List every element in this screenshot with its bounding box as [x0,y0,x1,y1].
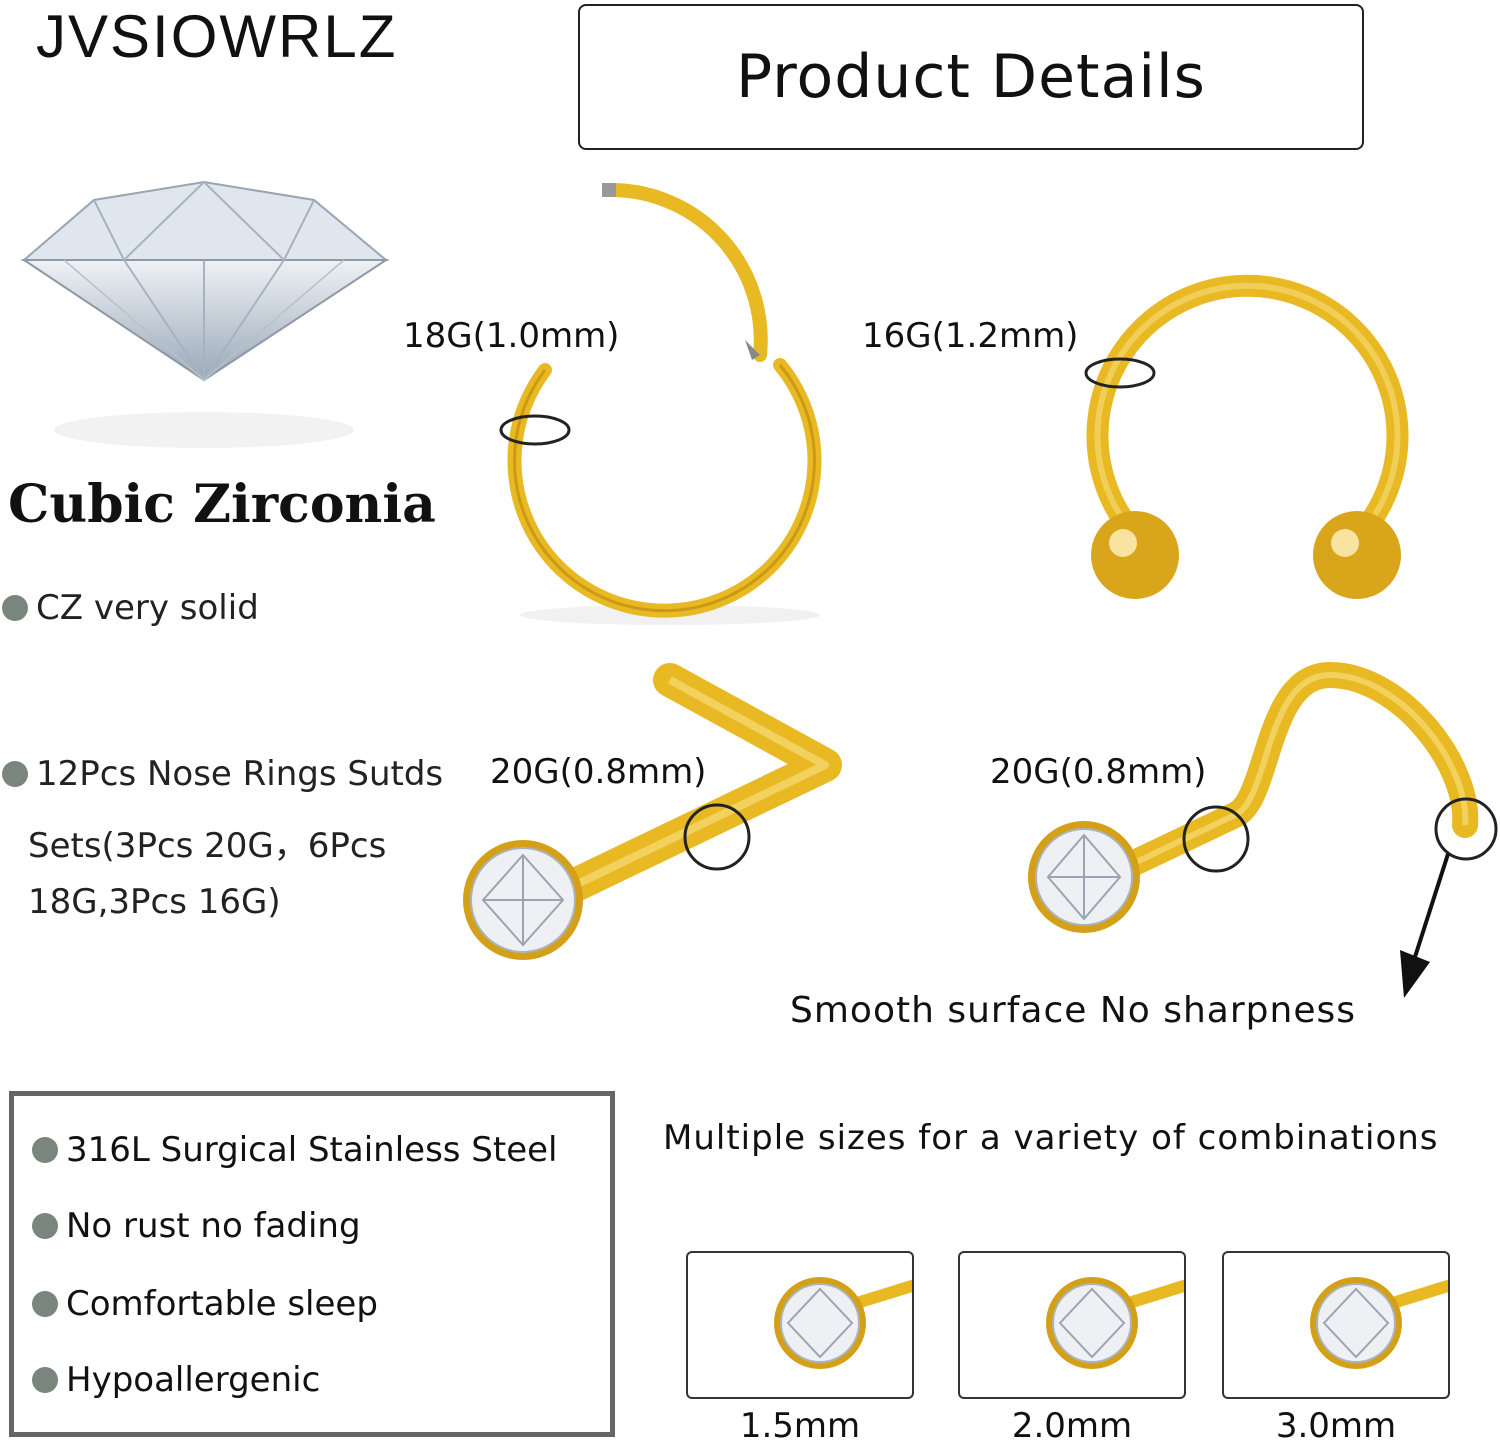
screw-stud-image [1028,661,1498,933]
sizes-label: Multiple sizes for a variety of combinat… [663,1118,1439,1158]
title-box: Product Details [578,4,1364,150]
bullet-dot [32,1137,58,1163]
smooth-caption: Smooth surface No sharpness [790,990,1356,1031]
size-sample-1 [686,1251,914,1399]
gauge-horseshoe: 16G(1.2mm) [862,316,1079,356]
stud-sample-image [774,1277,912,1369]
property-text: Comfortable sleep [66,1284,378,1324]
property-item: Comfortable sleep [32,1284,378,1324]
brand-name: JVSIOWRLZ [36,3,398,70]
property-text: 316L Surgical Stainless Steel [66,1130,558,1170]
feature-set-line-2: Sets(3Pcs 20G，6Pcs [28,826,387,866]
material-heading: Cubic Zirconia [8,474,436,535]
hinged-ring-image [499,183,822,625]
size-sample-3 [1222,1251,1450,1399]
feature-set-line-3: 18G,3Pcs 16G) [28,882,281,922]
size-label-2: 2.0mm [1011,1406,1133,1446]
horseshoe-ring-image [1084,274,1409,599]
gauge-l-shape: 20G(0.8mm) [490,752,707,792]
feature-cz-solid: CZ very solid [2,588,259,628]
feature-text: 12Pcs Nose Rings Sutds [36,754,444,794]
bullet-dot [2,595,28,621]
property-item: No rust no fading [32,1206,361,1246]
size-label-1: 1.5mm [739,1406,861,1446]
property-item: Hypoallergenic [32,1360,320,1400]
properties-box: 316L Surgical Stainless Steel No rust no… [9,1091,615,1437]
arrow-icon [1400,853,1450,998]
gauge-screw: 20G(0.8mm) [990,752,1207,792]
diamond-gem-image [20,180,390,448]
bullet-dot [2,761,28,787]
bullet-dot [32,1367,58,1393]
stud-sample-image [1310,1277,1448,1369]
bullet-dot [32,1213,58,1239]
gauge-hinged-ring: 18G(1.0mm) [403,316,620,356]
bullet-dot [32,1291,58,1317]
property-item: 316L Surgical Stainless Steel [32,1130,558,1170]
property-text: No rust no fading [66,1206,361,1246]
stud-sample-image [1046,1277,1184,1369]
page-title: Product Details [736,42,1206,112]
property-text: Hypoallergenic [66,1360,321,1400]
size-sample-2 [958,1251,1186,1399]
size-label-3: 3.0mm [1275,1406,1397,1446]
feature-set-count: 12Pcs Nose Rings Sutds [2,754,443,794]
l-shape-stud-image [463,663,842,960]
feature-text: CZ very solid [36,588,259,628]
